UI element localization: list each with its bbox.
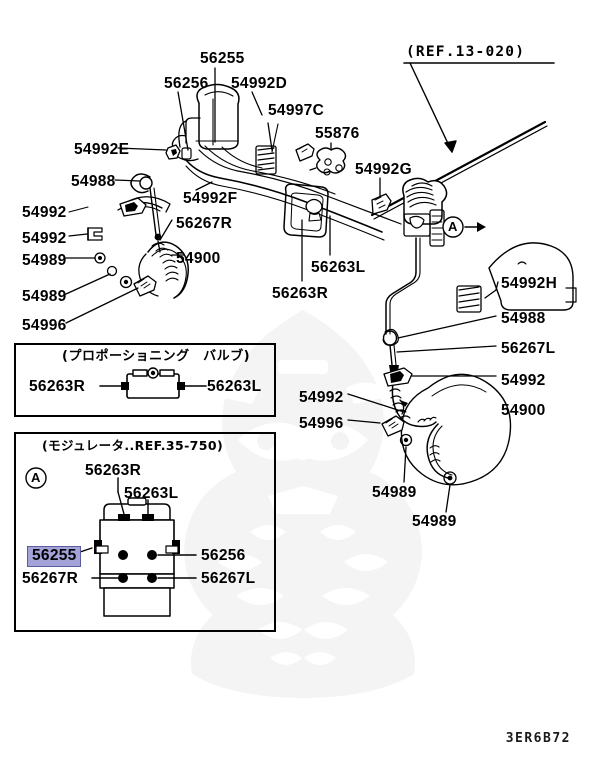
inset-proportioning-label-left: 56263R: [29, 378, 86, 395]
part-label-56263r-main: 56263R: [272, 285, 329, 302]
part-label-54997c: 54997C: [268, 102, 325, 119]
part-label-54989-a: 54989: [22, 252, 67, 269]
part-label-54992-mid: 54992: [299, 389, 344, 406]
inset-modulator-label-56267r: 56267R: [22, 570, 79, 587]
inset-proportioning-label-right: 56263L: [207, 378, 262, 395]
part-label-56256: 56256: [164, 75, 209, 92]
part-label-54900-left: 54900: [176, 250, 221, 267]
inset-callout-a: A: [31, 470, 41, 485]
part-label-54992e: 54992E: [74, 141, 130, 158]
part-label-55876: 55876: [315, 125, 360, 142]
part-label-54989-c: 54989: [372, 484, 417, 501]
proportioning-valve-inset-frame: [14, 343, 276, 417]
inset-modulator-label-56256: 56256: [201, 547, 246, 564]
modulator-title: (モジュレータ..REF.35-750): [42, 438, 224, 453]
part-label-54992g: 54992G: [355, 161, 412, 178]
part-label-54989-b: 54989: [22, 288, 67, 305]
part-label-56267l-main: 56267L: [501, 340, 556, 357]
inset-modulator-label-56255-highlighted[interactable]: 56255: [27, 546, 81, 567]
callout-a-main: A: [448, 219, 458, 234]
modulator-inset-frame: [14, 432, 276, 632]
part-label-56267r: 56267R: [176, 215, 233, 232]
proportioning-valve-title: (プロポーショニング バルブ): [62, 349, 251, 364]
part-label-56255: 56255: [200, 50, 245, 67]
diagram-code: 3ER6B72: [505, 731, 571, 746]
inset-modulator-label-56263r: 56263R: [85, 462, 142, 479]
inset-modulator-label-56267l: 56267L: [201, 570, 256, 587]
part-label-54992d: 54992D: [231, 75, 288, 92]
part-label-56263l-main: 56263L: [311, 259, 366, 276]
part-label-54992f: 54992F: [183, 190, 238, 207]
part-label-54996-left: 54996: [22, 317, 67, 334]
part-label-54988-left: 54988: [71, 173, 116, 190]
part-label-54989-d: 54989: [412, 513, 457, 530]
part-label-54992h: 54992H: [501, 275, 558, 292]
inset-modulator-label-56263l: 56263L: [124, 485, 179, 502]
part-label-54988-right: 54988: [501, 310, 546, 327]
part-label-54992-a: 54992: [22, 204, 67, 221]
part-label-54992-right: 54992: [501, 372, 546, 389]
reference-note: (REF.13-020): [406, 44, 526, 60]
part-label-54992-b: 54992: [22, 230, 67, 247]
part-label-54996-right: 54996: [299, 415, 344, 432]
part-label-54900-right: 54900: [501, 402, 546, 419]
